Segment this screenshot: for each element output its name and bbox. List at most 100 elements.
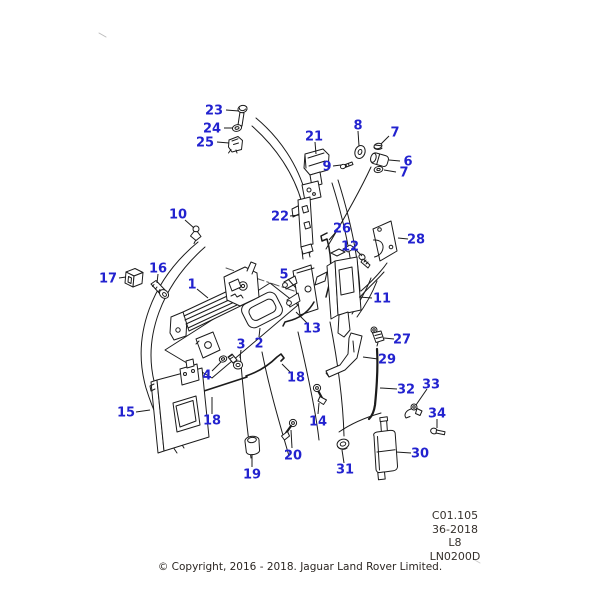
part-7-nut-lower <box>373 165 384 174</box>
callout-label-10[interactable]: 10 <box>169 208 187 223</box>
leader-line-7 <box>380 135 390 145</box>
leader-line-9 <box>332 164 342 167</box>
part-14-clip <box>312 383 327 405</box>
ref-code-figure: C01.105 <box>431 509 479 522</box>
callout-label-4[interactable]: 4 <box>202 369 211 384</box>
leader-line-25 <box>216 141 230 144</box>
callout-label-29[interactable]: 29 <box>378 353 396 368</box>
leader-line-33 <box>415 388 428 406</box>
leader-line-27 <box>383 337 395 340</box>
callout-group-33: 33 <box>415 378 440 406</box>
callout-label-11[interactable]: 11 <box>373 292 391 307</box>
part-21-lock-actuator <box>301 148 330 202</box>
copyright-text: © Copyright, 2016 - 2018. Jaguar Land Ro… <box>157 561 443 573</box>
callout-group-31: 31 <box>336 449 354 478</box>
callout-label-9[interactable]: 9 <box>322 160 331 175</box>
ref-code-model: L8 <box>448 536 462 549</box>
centerline <box>225 267 304 295</box>
callout-group-17: 17 <box>99 272 127 287</box>
part-34-rivet <box>430 427 446 436</box>
part-1-outer-handle <box>169 261 260 341</box>
part-15-interior-panel <box>149 358 210 454</box>
part-6-lock-cylinder <box>370 152 389 167</box>
part-19-grommet <box>244 435 261 456</box>
leader-line-22 <box>289 214 300 217</box>
callout-label-3[interactable]: 3 <box>236 338 245 353</box>
callout-group-15: 15 <box>117 406 151 421</box>
callout-label-14[interactable]: 14 <box>309 415 327 430</box>
callout-label-22[interactable]: 22 <box>271 210 289 225</box>
leader-line-26 <box>328 231 337 241</box>
callout-label-30[interactable]: 30 <box>411 447 429 462</box>
callout-label-5[interactable]: 5 <box>279 268 288 283</box>
callout-group-4: 4 <box>202 361 222 384</box>
callout-label-7[interactable]: 7 <box>399 166 408 181</box>
callout-group-27: 27 <box>383 333 411 348</box>
part-18-link-rod-upper <box>245 353 285 377</box>
callout-group-34: 34 <box>428 407 446 428</box>
part-31-grommet <box>336 438 350 450</box>
callout-label-33[interactable]: 33 <box>422 378 440 393</box>
callout-label-15[interactable]: 15 <box>117 406 135 421</box>
callout-label-1[interactable]: 1 <box>187 278 196 293</box>
part-23-screw <box>237 104 248 127</box>
leader-line-3 <box>239 349 242 359</box>
part-9-screw <box>339 161 354 170</box>
reference-code-block: C01.105 36-2018 L8 LN0200D <box>403 509 507 563</box>
leader-line-16 <box>156 273 159 284</box>
callout-label-24[interactable]: 24 <box>203 122 221 137</box>
ref-code-drawing: LN0200D <box>429 549 481 563</box>
callout-label-6[interactable]: 6 <box>403 155 412 170</box>
callout-group-13: 13 <box>295 311 321 337</box>
callout-group-14: 14 <box>309 402 327 430</box>
callout-label-23[interactable]: 23 <box>205 104 223 119</box>
callout-label-26[interactable]: 26 <box>333 222 351 237</box>
leader-line-8 <box>357 130 360 147</box>
callout-label-17[interactable]: 17 <box>99 272 117 287</box>
callout-group-22: 22 <box>271 210 300 225</box>
callout-label-27[interactable]: 27 <box>393 333 411 348</box>
part-30-actuator <box>373 416 399 481</box>
leader-line-6 <box>388 159 401 162</box>
callout-label-18[interactable]: 18 <box>287 371 305 386</box>
callout-label-16[interactable]: 16 <box>149 262 167 277</box>
leader-line-31 <box>341 449 345 464</box>
part-29-bracket <box>325 332 363 378</box>
callout-label-20[interactable]: 20 <box>284 449 302 464</box>
callout-label-28[interactable]: 28 <box>407 233 425 248</box>
callout-label-12[interactable]: 12 <box>341 240 359 255</box>
leader-line-5 <box>287 278 297 289</box>
callout-label-25[interactable]: 25 <box>196 136 214 151</box>
callout-label-18[interactable]: 18 <box>203 414 221 429</box>
callout-group-2: 2 <box>254 327 264 352</box>
ref-code-sheet: 36-2018 <box>432 522 478 536</box>
leader-line-17 <box>118 276 127 279</box>
callout-label-13[interactable]: 13 <box>303 322 321 337</box>
callout-group-24: 24 <box>203 122 233 137</box>
callout-label-31[interactable]: 31 <box>336 463 354 478</box>
callout-label-2[interactable]: 2 <box>254 337 263 352</box>
callout-label-32[interactable]: 32 <box>397 383 415 398</box>
leader-line-13 <box>295 311 308 324</box>
callout-group-3: 3 <box>236 338 246 359</box>
leader-line-14 <box>317 402 320 415</box>
leader-line-11 <box>358 296 373 299</box>
part-24-washer <box>231 124 243 132</box>
callout-label-7[interactable]: 7 <box>390 126 399 141</box>
callout-group-6: 6 <box>388 155 413 170</box>
callout-group-16: 16 <box>149 262 167 284</box>
callout-label-19[interactable]: 19 <box>243 468 261 483</box>
callout-label-8[interactable]: 8 <box>353 119 362 134</box>
callout-label-21[interactable]: 21 <box>305 130 323 145</box>
leader-line-23 <box>225 109 240 112</box>
part-7-nut-upper <box>373 142 383 150</box>
leader-line-28 <box>397 237 409 240</box>
part-12-bolt <box>358 253 371 269</box>
part-3-screw <box>227 353 244 370</box>
leader-line-12 <box>355 249 363 257</box>
part-25-clip-nut <box>228 136 243 154</box>
callout-label-34[interactable]: 34 <box>428 407 446 422</box>
